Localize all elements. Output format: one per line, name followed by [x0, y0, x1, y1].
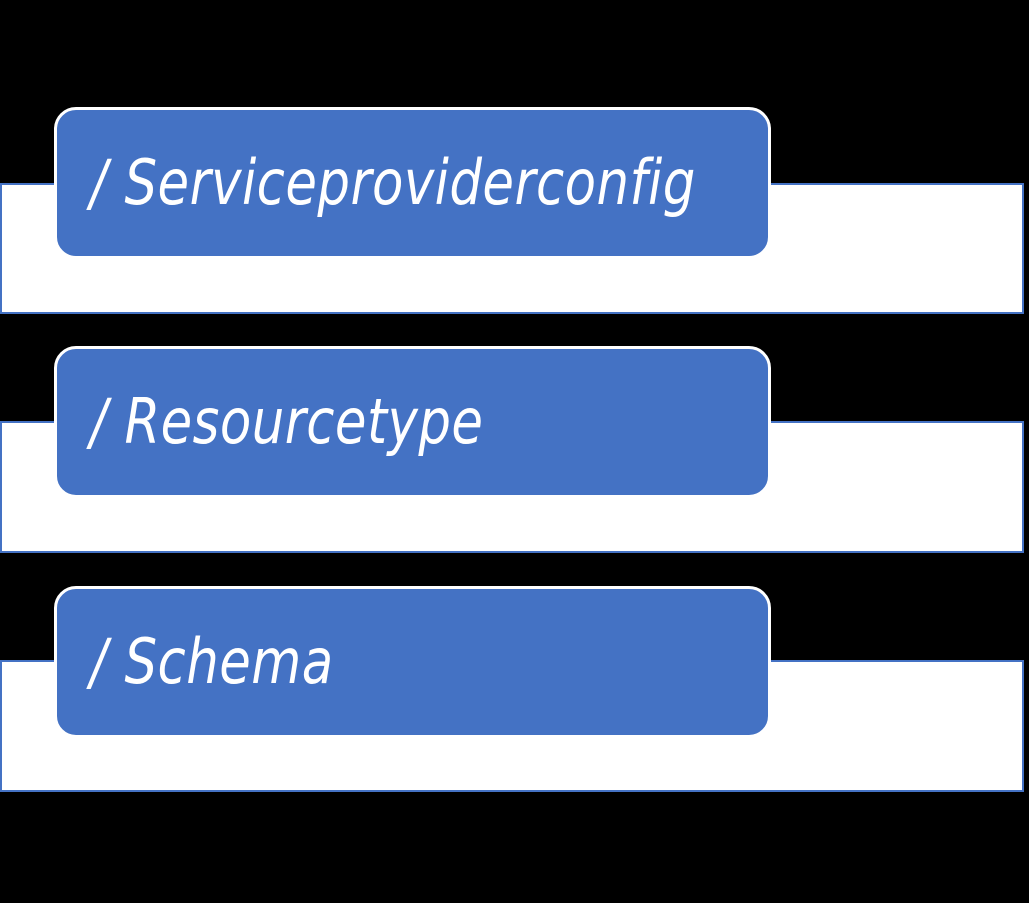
node-serviceproviderconfig[interactable]: / Serviceproviderconfig [54, 107, 771, 259]
node-label: / Resourcetype [90, 385, 484, 458]
node-schema[interactable]: / Schema [54, 586, 771, 738]
node-label: / Serviceproviderconfig [90, 146, 696, 219]
node-label: / Schema [90, 625, 334, 698]
node-resourcetype[interactable]: / Resourcetype [54, 346, 771, 498]
